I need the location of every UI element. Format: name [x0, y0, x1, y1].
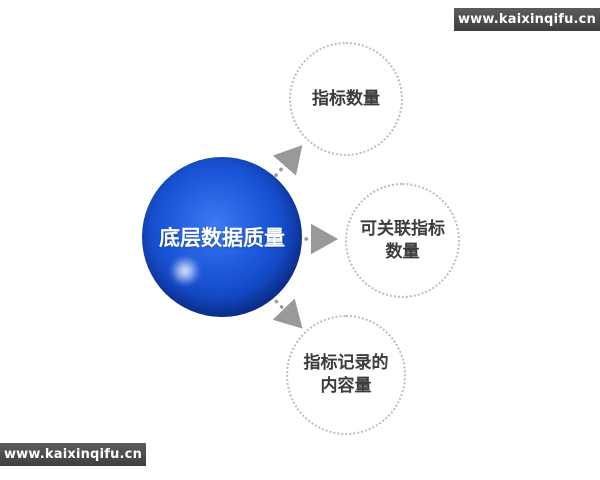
center-node-sphere: 底层数据质量 — [142, 157, 302, 317]
satellite-node-indicator-count: 指标数量 — [289, 42, 403, 156]
arrow-to-bottom-circle — [269, 294, 303, 329]
satellite-node-indicator-record-content: 指标记录的 内容量 — [286, 315, 406, 435]
satellite-label-indicator-count: 指标数量 — [312, 88, 380, 109]
watermark-bottom: www.kaixinqifu.cn — [0, 443, 146, 466]
center-node-label: 底层数据质量 — [159, 226, 285, 250]
watermark-top: www.kaixinqifu.cn — [454, 8, 600, 31]
satellite-node-linkable-indicator-count: 可关联指标 数量 — [345, 183, 460, 298]
satellite-label-linkable-indicator-count: 可关联指标 数量 — [360, 218, 445, 262]
satellite-label-indicator-record-content: 指标记录的 内容量 — [303, 353, 389, 396]
arrow-to-top-circle — [269, 145, 303, 183]
